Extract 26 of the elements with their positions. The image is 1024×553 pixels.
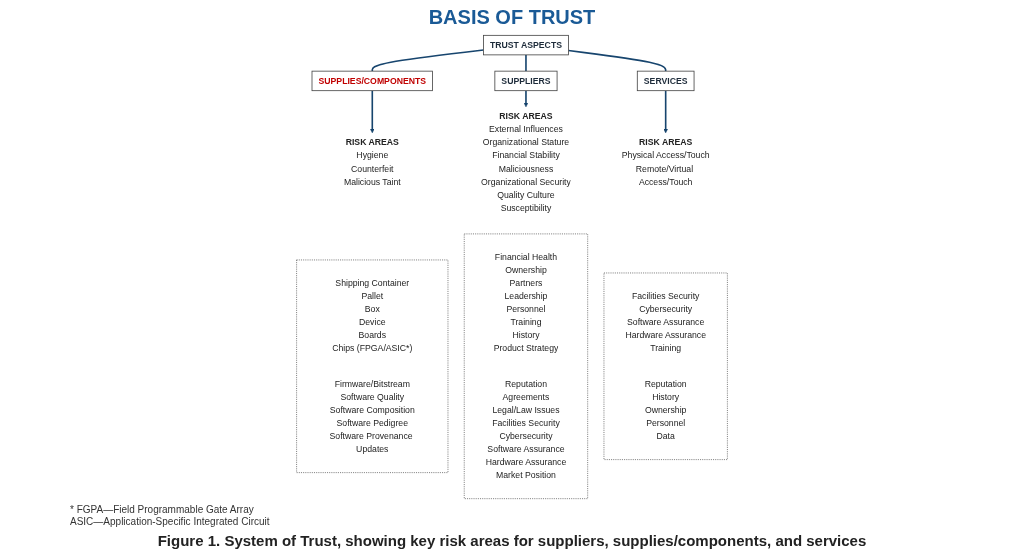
node-box: SUPPLIES/COMPONENTS xyxy=(311,70,433,92)
arrow xyxy=(663,89,669,134)
node-box: SUPPLIERS xyxy=(494,70,558,92)
figure-caption: Figure 1. System of Trust, showing key risk areas for suppliers, supplies/components, and services xyxy=(157,532,867,549)
node-text: RISK AREAS Hygiene Counterfeit Malicious Taint xyxy=(343,137,401,187)
connector xyxy=(525,54,527,72)
connector xyxy=(567,49,667,72)
node-text: Shipping Container Pallet Box Device Boards Chips (FPGA/ASIC*) xyxy=(332,278,413,353)
arrow xyxy=(369,89,375,134)
connector xyxy=(371,49,485,72)
node-text: RISK AREAS External Influences Organizational Stature Financial Stability Maliciousness Organizational Security Quality Culture Susceptibility xyxy=(481,111,571,213)
cluster xyxy=(603,272,728,460)
node-text: Financial Health Ownership Partners Leadership Personnel Training History Product Strategy xyxy=(493,252,559,353)
node-box: SERVICES xyxy=(636,70,695,92)
footnote: ASIC—Application-Specific Integrated Circuit xyxy=(70,516,270,527)
footnote: * FGPA—Field Programmable Gate Array xyxy=(70,504,255,515)
diagram-title: BASIS OF TRUST xyxy=(428,6,596,29)
node-box: TRUST ASPECTS xyxy=(483,34,569,56)
node-text: Facilities Security Cybersecurity Software Assurance Hardware Assurance Training xyxy=(625,291,706,353)
node-text: Firmware/Bitstream Software Quality Software Composition Software Pedigree Software Provenance Updates xyxy=(329,379,415,454)
arrow xyxy=(523,89,529,108)
cluster xyxy=(296,259,449,474)
node-text: RISK AREAS Physical Access/Touch Remote/Virtual Access/Touch xyxy=(621,137,710,187)
node-text: Reputation History Ownership Personnel Data xyxy=(644,379,687,441)
cluster xyxy=(463,233,589,500)
node-text: Reputation Agreements Legal/Law Issues Facilities Security Cybersecurity Software Assurance Hardware Assurance Market Position xyxy=(485,379,567,480)
